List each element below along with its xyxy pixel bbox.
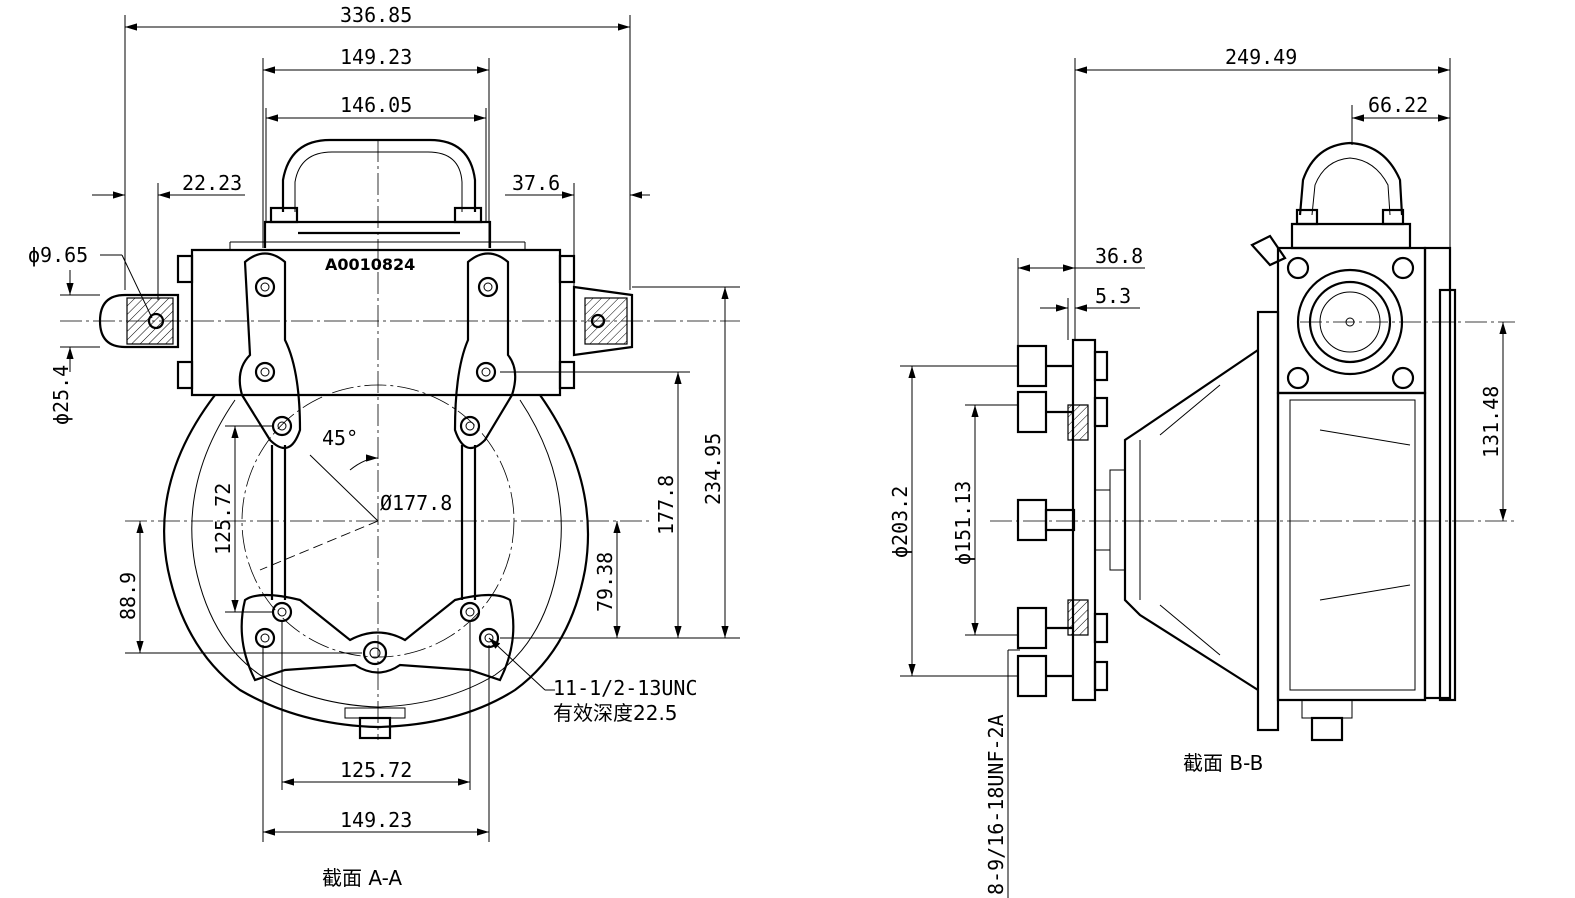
top-handle: [281, 138, 477, 212]
view-a-title: 截面 A-A: [322, 866, 402, 890]
dim-bottom-inner: 125.72: [340, 758, 412, 782]
view-b-handle: [1298, 141, 1404, 216]
dim-top-width: 149.23: [340, 45, 412, 69]
view-b-title: 截面 B-B: [1183, 751, 1263, 775]
dim-bottom-outer: 149.23: [340, 808, 412, 832]
dim-shaft-dia: ϕ25.4: [49, 365, 73, 425]
dim-b-right-offset: 66.22: [1368, 93, 1428, 117]
angle-label: 45°: [322, 426, 358, 450]
dim-left-shaft: 22.23: [182, 171, 242, 195]
flange-disc: [1071, 338, 1097, 702]
top-cover: [263, 220, 492, 248]
bell-housing: [1123, 349, 1259, 691]
right-shaft: [572, 285, 634, 357]
mounting-plate: [1256, 310, 1280, 732]
input-shaft-bearing: [1296, 268, 1404, 376]
dim-b-pilot-dia: ϕ151.13: [951, 481, 975, 565]
view-b-thread-note: 8-9/16-18UNF-2A: [984, 714, 1008, 895]
dim-hole-span-vertical: 125.72: [211, 483, 235, 555]
view-b-b: 249.49 66.22 36.8 5.3 ϕ203.2 ϕ151.13 131…: [888, 45, 1515, 898]
dim-right-h2: 177.8: [654, 475, 678, 535]
dim-right-h3: 234.95: [701, 433, 725, 505]
dim-cover-width: 146.05: [340, 93, 412, 117]
view-b-lower-housing: [1276, 391, 1427, 702]
dim-shaft-bore: ϕ9.65: [28, 243, 88, 267]
mounting-holes: [254, 276, 500, 666]
thread-note-line2: 有效深度22.5: [553, 701, 678, 725]
view-a-a: A0010824 45° Ø177.8 336.85 149.23 146.05…: [28, 3, 740, 890]
dim-b-overall-width: 249.49: [1225, 45, 1297, 69]
dim-b-flange-offset: 36.8: [1095, 244, 1143, 268]
dim-b-outer-dia: ϕ203.2: [888, 486, 912, 558]
dim-b-flange-thick: 5.3: [1095, 284, 1131, 308]
housing-screws: [1286, 256, 1415, 390]
main-housing: [190, 248, 562, 397]
thread-note-line1: 11-1/2-13UNC: [553, 676, 698, 700]
right-linkage: [453, 252, 517, 450]
vent-plug: [1250, 234, 1287, 267]
dim-left-height: 88.9: [116, 572, 140, 620]
lower-linkage: [240, 593, 515, 682]
left-linkage: [238, 252, 302, 450]
dim-b-center-height: 131.48: [1479, 386, 1503, 458]
part-number: A0010824: [325, 255, 415, 274]
dim-right-shaft: 37.6: [512, 171, 560, 195]
dim-overall-width: 336.85: [340, 3, 412, 27]
mounting-ring: [162, 394, 590, 729]
dim-right-h1: 79.38: [593, 552, 617, 612]
bolt-circle-dim: Ø177.8: [380, 491, 452, 515]
left-shaft: [98, 293, 180, 349]
flange-bolts: [1016, 344, 1109, 698]
view-b-drain-plug: [1310, 716, 1344, 742]
